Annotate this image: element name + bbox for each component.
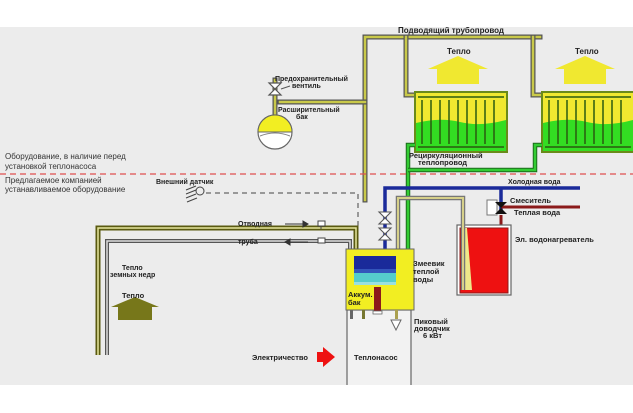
expansion-tank-icon xyxy=(257,114,293,150)
radiator-1 xyxy=(414,91,508,153)
accum-tank-label-2: бак xyxy=(348,298,361,307)
diagram-svg: Подводящий трубопровод Тепло Тепло Предо… xyxy=(0,27,633,385)
electricity-arrow-icon xyxy=(317,347,335,367)
coil-pipe xyxy=(395,195,466,290)
peak-heater-label-2: доводчик xyxy=(414,324,450,333)
recirculation-label-2: теплопровод xyxy=(418,158,467,167)
safety-valve-label-2: вентиль xyxy=(292,83,322,90)
ground-heat-label-2: земных недр xyxy=(110,272,155,279)
coil-label-1: Змеевик xyxy=(413,259,445,268)
sensor-probe-icon xyxy=(317,220,326,244)
ground-heat-label-1: Тепло xyxy=(122,265,143,272)
accumulator-tank xyxy=(345,248,415,315)
heat-pump-unit xyxy=(346,309,412,385)
outlet-pipe-label-2: труба xyxy=(238,238,258,246)
expansion-tank-label-1: Расширительный xyxy=(278,106,340,114)
coil-label-2: теплой xyxy=(413,267,440,276)
supply-pipeline xyxy=(272,34,545,203)
existing-equipment-label-1: Оборудование, в наличие перед xyxy=(5,152,126,161)
shutoff-valve-icon xyxy=(377,211,393,241)
heat-label-2: Тепло xyxy=(575,47,599,56)
hot-water-label: Теплая вода xyxy=(514,208,561,217)
mixer-label: Смеситель xyxy=(510,196,551,205)
existing-equipment-label-2: установкой теплонасоса xyxy=(5,162,97,171)
supply-pipeline-label: Подводящий трубопровод xyxy=(398,27,504,35)
ground-loop-pipe xyxy=(95,225,359,355)
peak-heater-label-1: Пиковый xyxy=(414,317,448,326)
ground-heat-arrow-label: Тепло xyxy=(122,291,145,300)
expansion-tank-label-2: бак xyxy=(296,113,308,121)
electric-water-heater xyxy=(456,224,512,296)
recirculation-label-1: Рециркуляционный xyxy=(409,151,483,160)
diagram-canvas: Подводящий трубопровод Тепло Тепло Предо… xyxy=(0,27,633,385)
electricity-label: Электричество xyxy=(252,353,308,362)
heat-label-1: Тепло xyxy=(447,47,471,56)
ground-heat-arrow-icon xyxy=(111,297,159,320)
safety-valve-label-1: Предохранительный xyxy=(275,75,348,83)
tank-outlet-stubs xyxy=(350,310,402,332)
peak-heater-label-3: 6 кВт xyxy=(423,331,442,340)
electric-heater-label: Эл. водонагреватель xyxy=(515,235,594,244)
safety-valve-icon xyxy=(267,82,291,96)
mixer-icon xyxy=(486,199,507,216)
heat-arrow-1-icon xyxy=(428,56,488,84)
heat-pump-label: Теплонасос xyxy=(354,353,398,362)
cold-water-label: Холодная вода xyxy=(508,179,561,186)
outlet-pipe-label-1: Отводная xyxy=(238,221,272,228)
flow-arrows xyxy=(284,220,309,246)
heat-arrow-2-icon xyxy=(555,56,615,84)
coil-label-3: воды xyxy=(413,275,433,284)
proposed-equipment-label-1: Предлагаемое компанией xyxy=(5,176,102,185)
sensor-signal-line xyxy=(206,192,359,245)
outdoor-sensor-icon xyxy=(185,185,205,203)
proposed-equipment-label-2: устанавливаемое оборудование xyxy=(5,185,126,194)
radiator-2 xyxy=(541,91,633,153)
outdoor-sensor-label: Внешний датчик xyxy=(156,178,214,186)
accum-tank-label-1: Аккум. xyxy=(348,290,373,299)
